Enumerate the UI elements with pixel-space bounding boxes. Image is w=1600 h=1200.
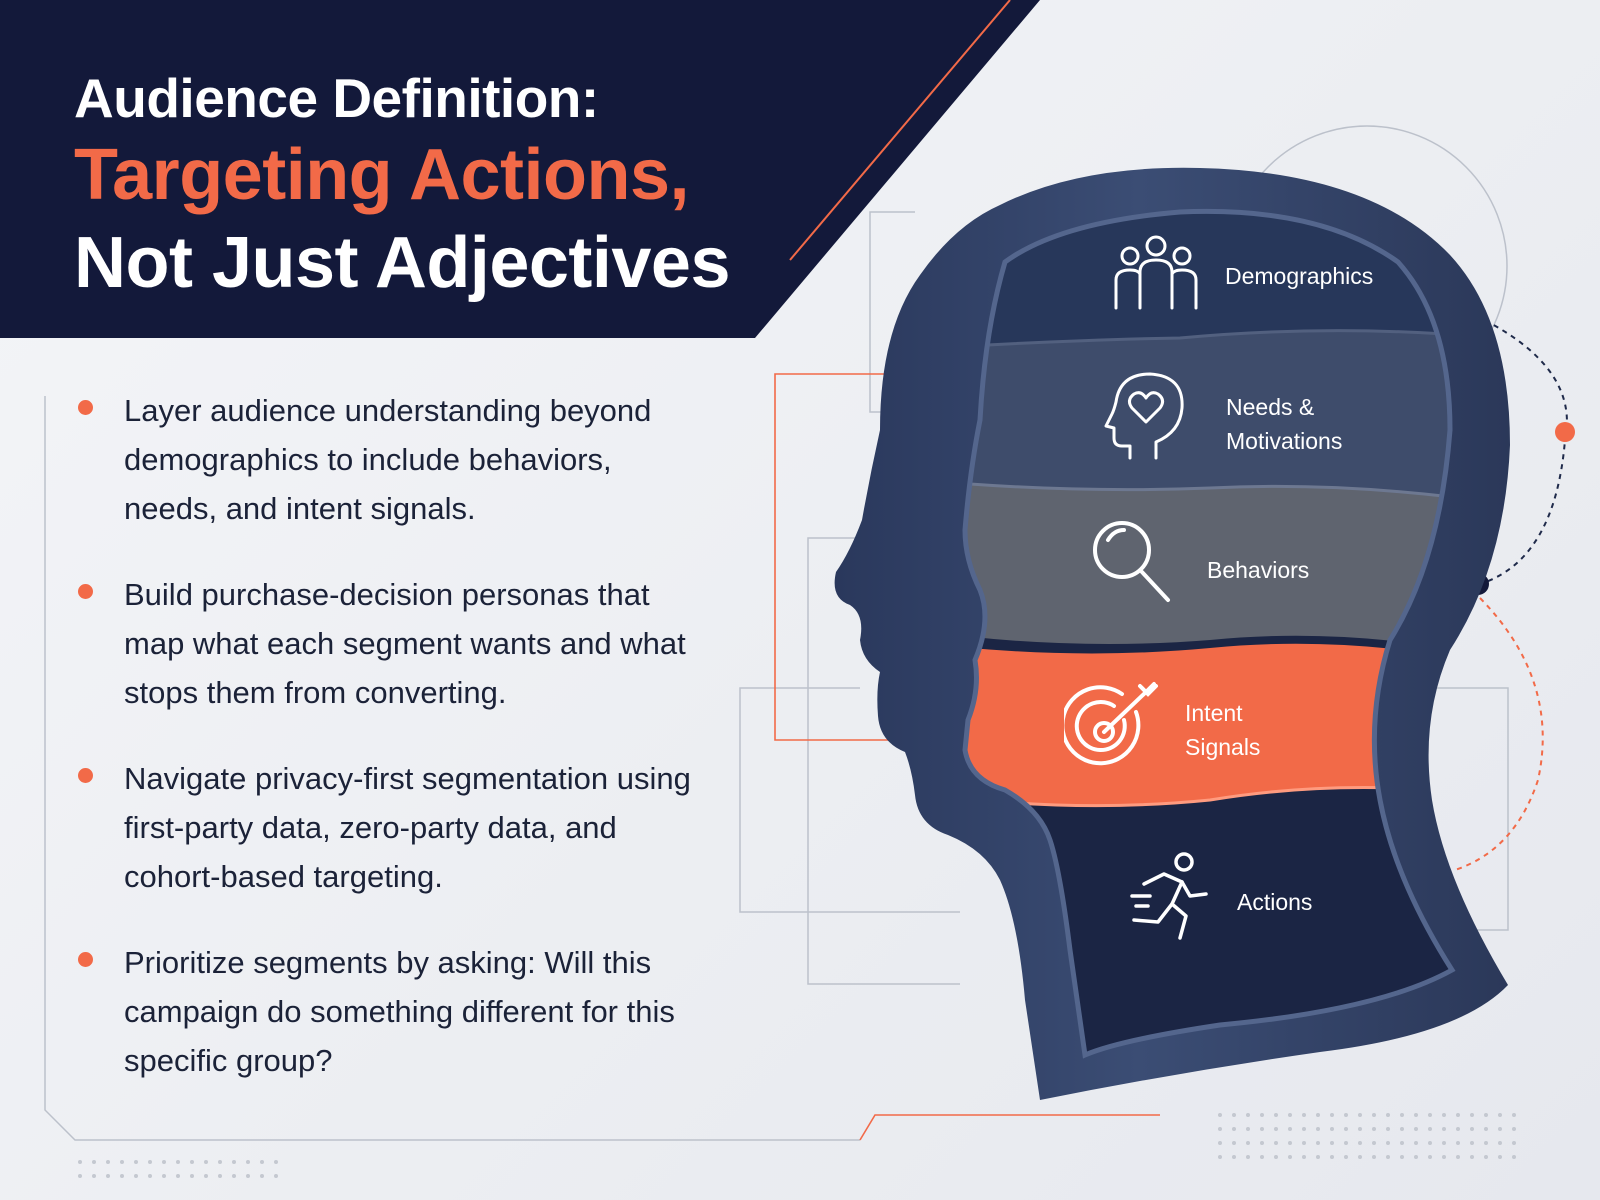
bullet-text: Build purchase-decision personas that ma…	[124, 577, 686, 710]
bullet-text: Navigate privacy-first segmentation usin…	[124, 761, 691, 894]
running-person-icon	[1130, 852, 1208, 940]
layer-intent	[965, 640, 1452, 806]
bullet-item: Build purchase-decision personas that ma…	[72, 570, 712, 754]
title-line-1: Audience Definition:	[74, 67, 599, 129]
target-arrow-icon	[1064, 682, 1158, 766]
bullet-list: Layer audience understanding beyond demo…	[72, 386, 712, 1122]
layer-label-behaviors: Behaviors	[1207, 557, 1310, 583]
layer-label-actions: Actions	[1237, 889, 1313, 915]
title-line-2: Targeting Actions,	[74, 135, 690, 215]
bullet-text: Prioritize segments by asking: Will this…	[124, 945, 675, 1078]
magnifying-glass-icon	[1093, 521, 1170, 602]
bullet-dot-icon	[78, 952, 93, 967]
title-line-3: Not Just Adjectives	[74, 223, 731, 303]
bullet-item: Prioritize segments by asking: Will this…	[72, 938, 712, 1122]
bullet-dot-icon	[78, 768, 93, 783]
head-heart-icon	[1104, 372, 1184, 460]
bullet-item: Navigate privacy-first segmentation usin…	[72, 754, 712, 938]
bullet-item: Layer audience understanding beyond demo…	[72, 386, 712, 570]
people-group-icon	[1114, 235, 1198, 310]
layer-label-intent-signals: Intent Signals	[1185, 700, 1261, 760]
layer-behaviors	[965, 478, 1452, 650]
bullet-dot-icon	[78, 400, 93, 415]
layer-label-demographics: Demographics	[1225, 263, 1374, 289]
bullet-dot-icon	[78, 584, 93, 599]
bullet-text: Layer audience understanding beyond demo…	[124, 393, 652, 526]
layer-label-needs-motivations: Needs & Motivations	[1226, 394, 1343, 454]
